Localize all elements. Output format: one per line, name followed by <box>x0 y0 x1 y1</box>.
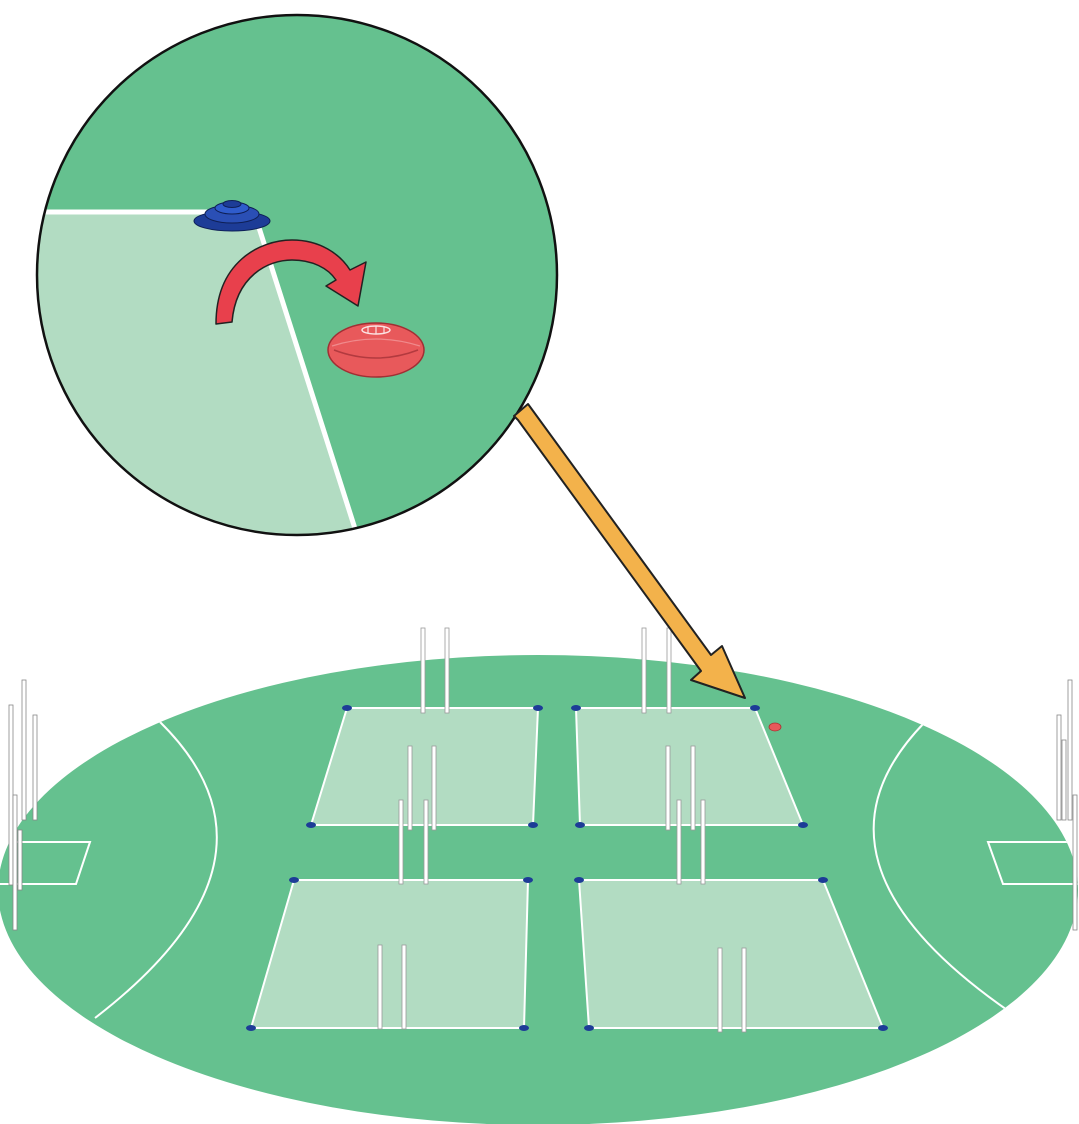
zone-corner-cones <box>246 705 888 1031</box>
football-small <box>768 722 782 732</box>
left-goal-square <box>0 841 92 885</box>
marker-cone-icon <box>193 200 271 232</box>
right-goal-square <box>986 841 1078 885</box>
drill-zone-bottom-left <box>249 879 530 1029</box>
curved-arrow-icon <box>215 239 367 325</box>
football-field <box>0 627 1078 1124</box>
football-icon <box>327 322 425 378</box>
left-fifty-arc <box>94 721 218 1019</box>
left-goal-posts <box>8 679 38 931</box>
zone-posts <box>377 627 747 1033</box>
right-goal-posts <box>1056 679 1078 931</box>
right-fifty-arc <box>872 721 1011 1013</box>
field-oval <box>0 655 1078 1124</box>
zoom-circle-border <box>35 13 559 537</box>
pointer-arrow-icon <box>513 403 746 699</box>
zoom-callout <box>35 13 559 537</box>
